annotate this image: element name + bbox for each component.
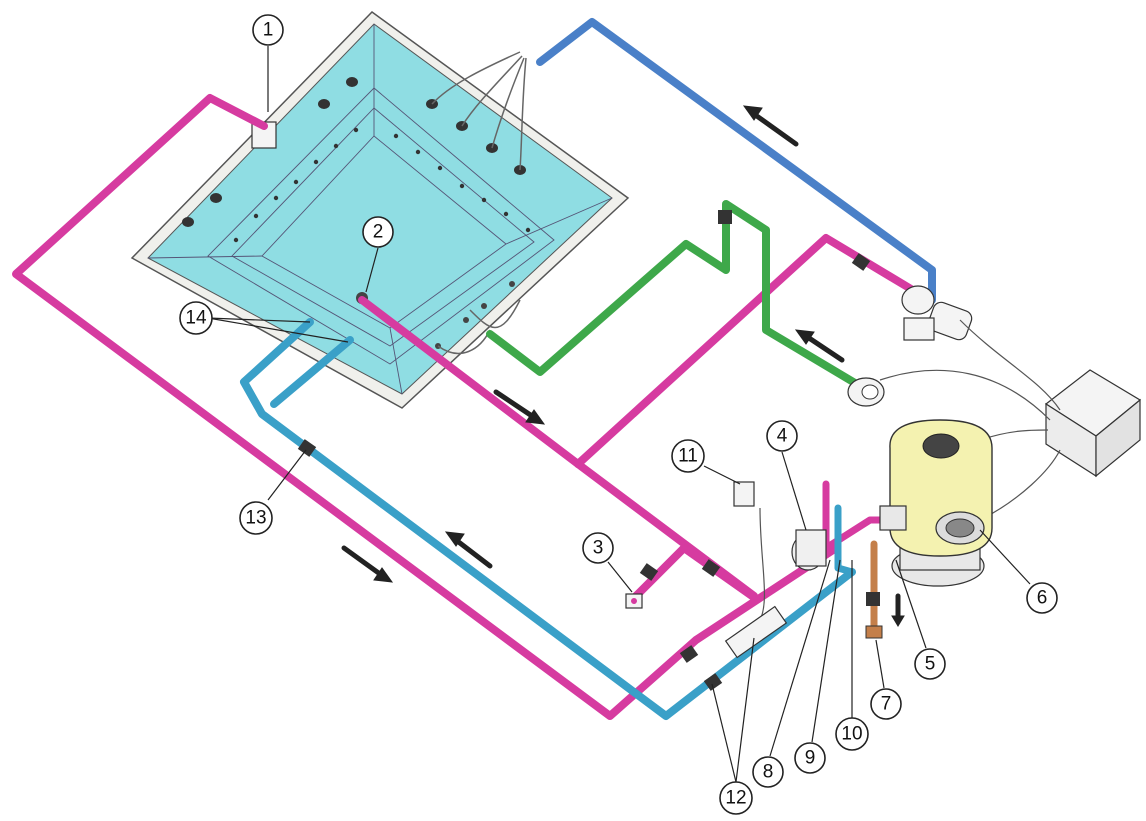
callout-9: 9 [794, 742, 826, 774]
arrow-drain [891, 593, 905, 627]
callout-9-label: 9 [805, 748, 816, 769]
pool-step-2 [231, 107, 535, 347]
arrow-pink-lower [341, 545, 394, 583]
pink-outer-loop [12, 94, 840, 720]
callout-14-label: 14 [185, 308, 207, 329]
pool [130, 11, 630, 409]
green-pipe [486, 200, 864, 390]
callout-13: 13 [239, 501, 273, 535]
air-blower [847, 377, 885, 407]
jet-pump [901, 285, 973, 341]
pool-corner-line-2 [505, 197, 613, 245]
callout-1-label: 1 [263, 20, 274, 41]
pool-jets [182, 77, 531, 243]
callout-7: 7 [870, 688, 902, 720]
filter-tank [889, 419, 993, 587]
callout-3-label: 3 [593, 538, 604, 559]
pool-corner-line-4 [147, 255, 263, 259]
arrow-pink-main [493, 389, 546, 425]
callout-2: 2 [362, 216, 394, 248]
callout-5-label: 5 [925, 654, 936, 675]
control-box [1044, 369, 1142, 478]
filter-blue-connection [834, 504, 856, 576]
flow-arrows [341, 105, 905, 627]
callout-4-label: 4 [777, 426, 788, 447]
callout-10-label: 10 [841, 724, 862, 745]
jet-hoses [431, 51, 527, 355]
callout-14: 14 [179, 301, 213, 335]
callouts: 1 2 3 4 5 6 7 8 [179, 14, 1058, 815]
callout-5: 5 [914, 648, 946, 680]
heater-controller [733, 481, 755, 507]
blue-branch-14 [270, 336, 354, 408]
callout-7-label: 7 [881, 694, 892, 715]
arrow-blue-lower [444, 531, 493, 569]
callout-2-label: 2 [373, 222, 384, 243]
callout-12: 12 [719, 781, 753, 815]
circulation-pump [791, 529, 827, 571]
equipment [625, 285, 1142, 659]
callout-12-label: 12 [725, 788, 746, 809]
multiport-valve [879, 505, 907, 531]
waste-drain [865, 625, 883, 639]
top-blue-pipe [536, 18, 936, 304]
pool-step-1 [207, 87, 555, 365]
arrow-top-blue [742, 105, 799, 147]
callout-8-label: 8 [763, 762, 774, 783]
callout-1: 1 [252, 14, 284, 46]
callout-8: 8 [752, 756, 784, 788]
heater-unit [724, 605, 788, 659]
callout-3: 3 [582, 532, 614, 564]
callout-11-label: 11 [678, 446, 698, 467]
callout-6-label: 6 [1037, 588, 1048, 609]
leader-lines [207, 46, 1031, 783]
floor-drain-center [631, 598, 637, 604]
pool-corner-line-3 [389, 327, 403, 395]
pool-water [147, 23, 613, 395]
pink-branch-up [574, 234, 920, 468]
pink-to-drain-3 [632, 544, 756, 600]
blue-return-lower [240, 318, 856, 720]
callout-4: 4 [766, 420, 798, 452]
callout-10: 10 [835, 717, 869, 751]
arrow-green [794, 329, 845, 363]
callout-13-label: 13 [245, 508, 266, 529]
callout-6: 6 [1026, 582, 1058, 614]
callout-11: 11 [671, 439, 705, 473]
